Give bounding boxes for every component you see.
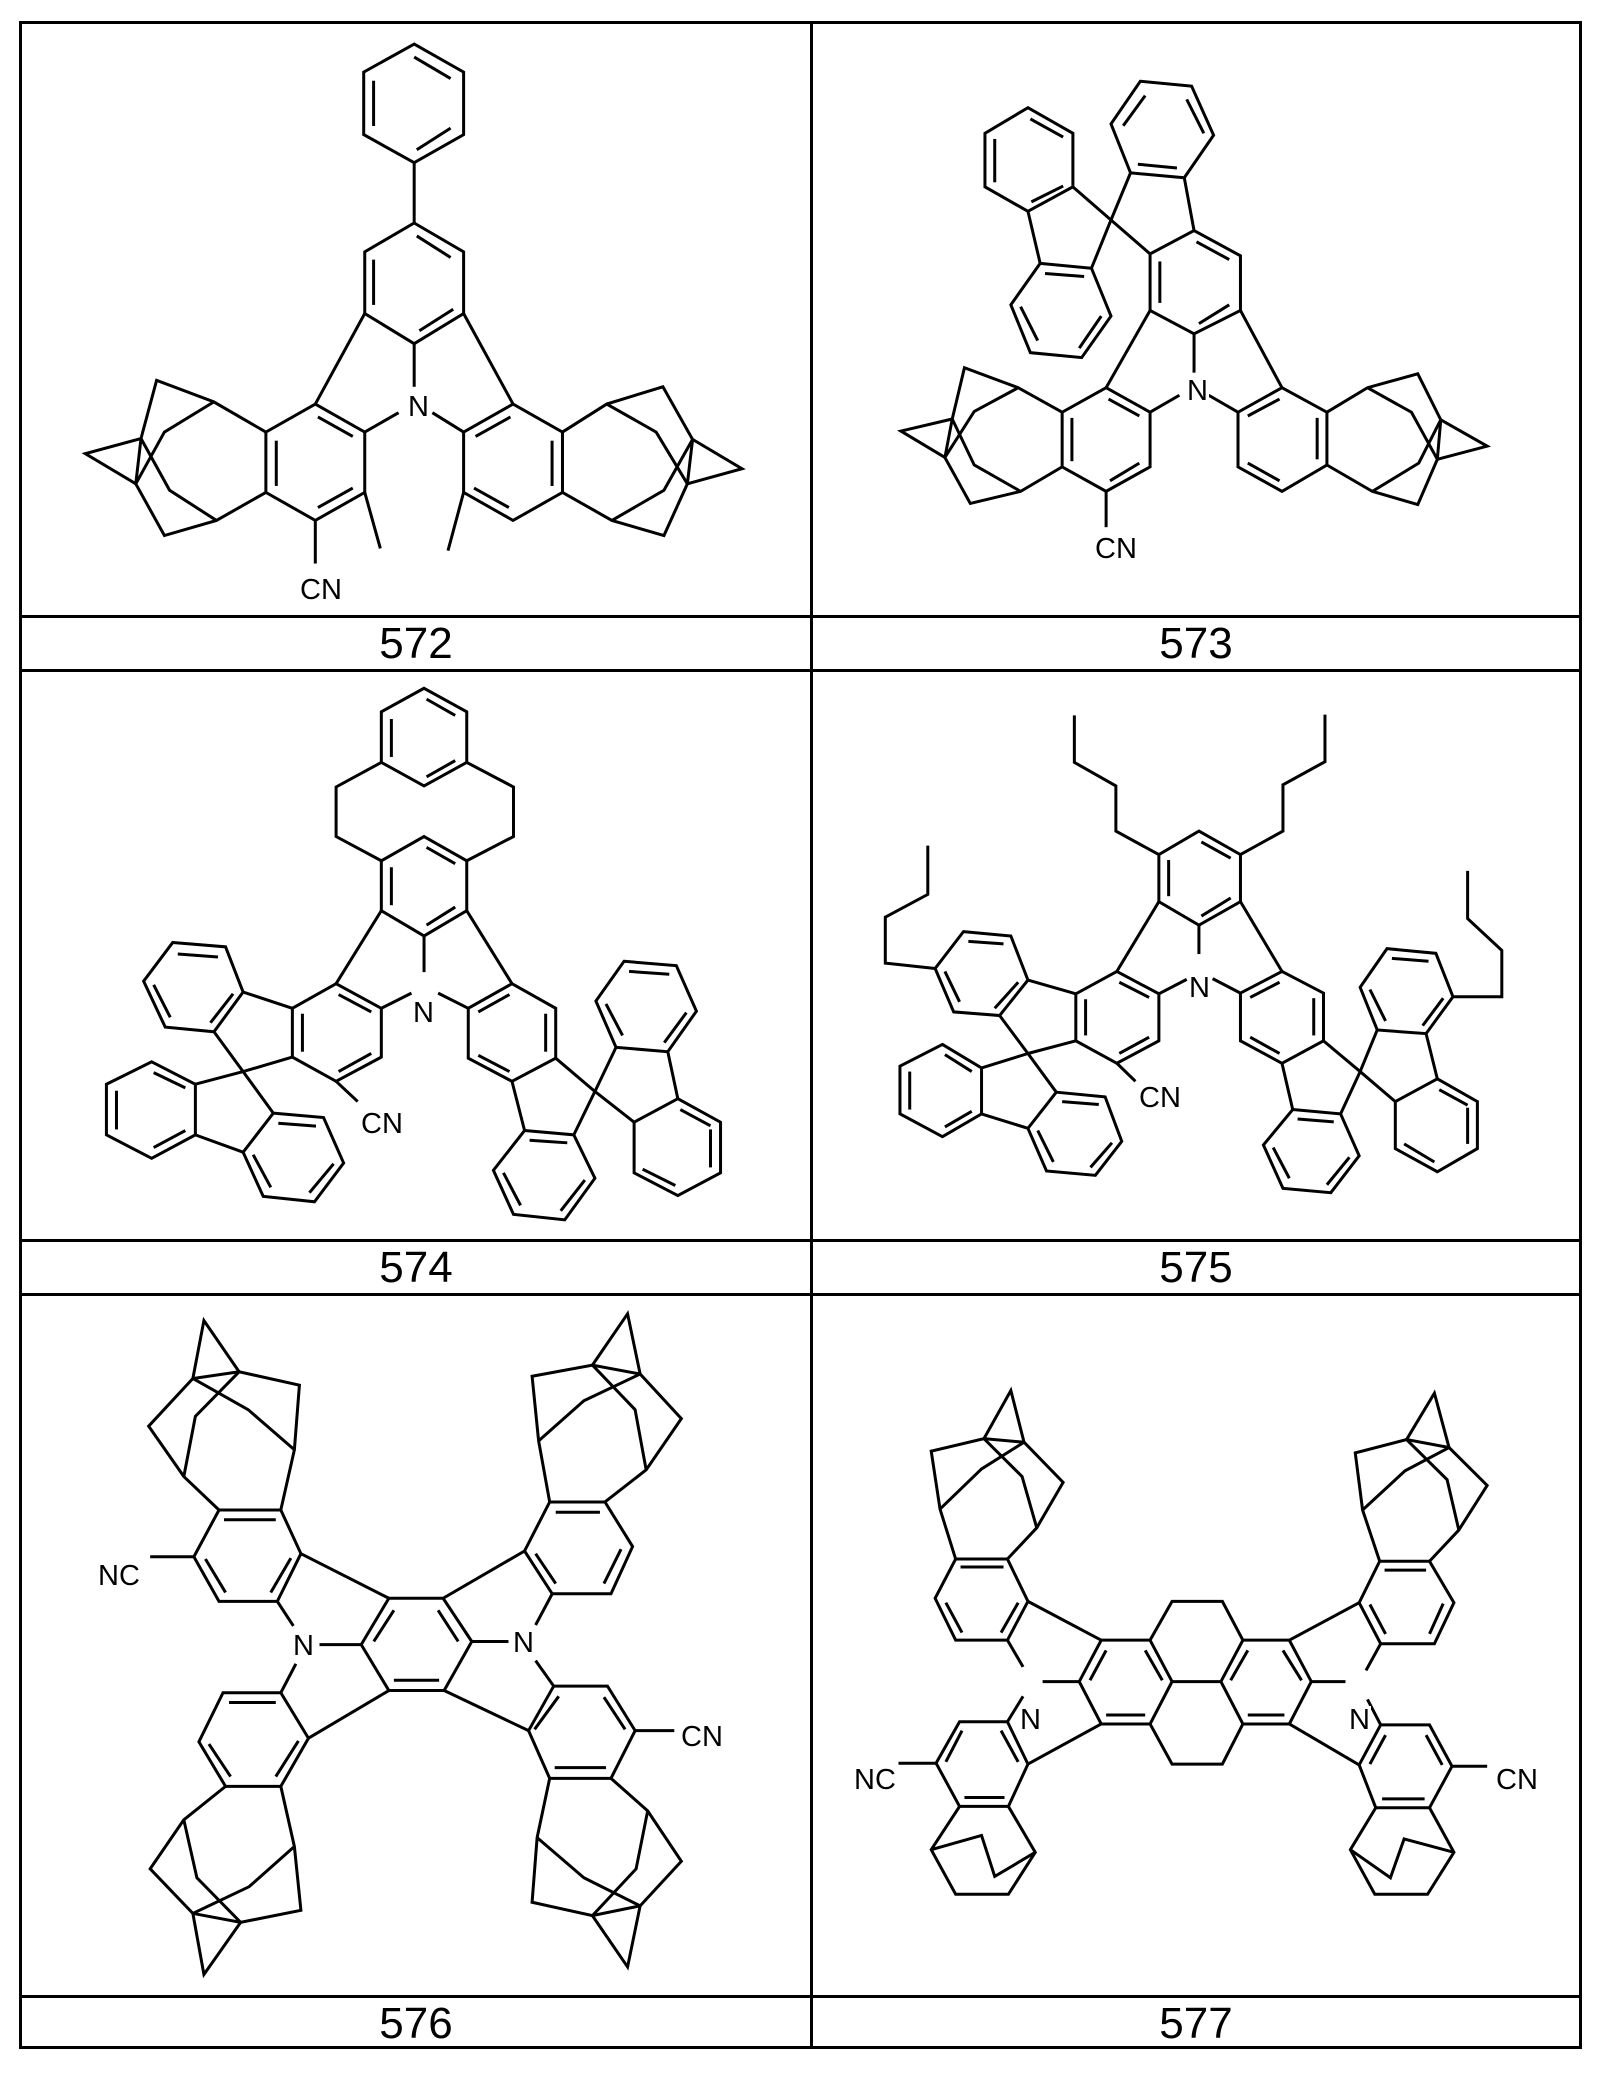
atom-label-n: N bbox=[412, 997, 435, 1029]
atom-label-n: N bbox=[1188, 972, 1211, 1004]
molecule-574-drawing bbox=[22, 672, 810, 1239]
molecule-573-drawing bbox=[813, 24, 1579, 615]
molecule-575-drawing bbox=[813, 672, 1579, 1239]
column-divider bbox=[810, 21, 813, 2049]
atom-label-cn: CN bbox=[680, 1721, 724, 1753]
atom-label-n-left: N bbox=[292, 1630, 315, 1662]
compound-label-576: 576 bbox=[379, 1998, 453, 2048]
structure-574: N CN bbox=[22, 672, 810, 1239]
atom-label-cn: CN bbox=[299, 574, 343, 606]
structure-576: NC N N CN bbox=[22, 1296, 810, 1995]
row-divider bbox=[19, 1293, 1582, 1296]
atom-label-n-right: N bbox=[512, 1627, 535, 1659]
atom-label-nc: NC bbox=[853, 1764, 897, 1796]
compound-label-574: 574 bbox=[379, 1242, 453, 1292]
molecule-576-drawing bbox=[22, 1296, 810, 1995]
structure-573: N CN bbox=[813, 24, 1579, 615]
structure-575: N CN bbox=[813, 672, 1579, 1239]
atom-label-cn: CN bbox=[1138, 1082, 1182, 1114]
atom-label-n-left: N bbox=[1019, 1704, 1042, 1736]
compound-label-572: 572 bbox=[379, 618, 453, 668]
row-divider bbox=[19, 615, 1582, 618]
row-divider bbox=[19, 1995, 1582, 1998]
atom-label-cn: CN bbox=[1094, 533, 1138, 565]
molecule-572-drawing bbox=[22, 24, 810, 615]
atom-label-n: N bbox=[407, 391, 430, 423]
molecule-577-drawing bbox=[813, 1296, 1579, 1995]
row-divider bbox=[19, 669, 1582, 672]
compound-label-573: 573 bbox=[1159, 618, 1233, 668]
atom-label-cn: CN bbox=[360, 1108, 404, 1140]
row-divider bbox=[19, 1239, 1582, 1242]
compound-label-575: 575 bbox=[1159, 1242, 1233, 1292]
compound-table bbox=[19, 21, 1582, 2049]
structure-572: N CN bbox=[22, 24, 810, 615]
structure-577: N N NC CN bbox=[813, 1296, 1579, 1995]
atom-label-n: N bbox=[1186, 375, 1209, 407]
atom-label-cn: CN bbox=[1495, 1764, 1539, 1796]
atom-label-n-right: N bbox=[1348, 1704, 1371, 1736]
atom-label-nc: NC bbox=[97, 1560, 141, 1592]
compound-label-577: 577 bbox=[1159, 1998, 1233, 2048]
